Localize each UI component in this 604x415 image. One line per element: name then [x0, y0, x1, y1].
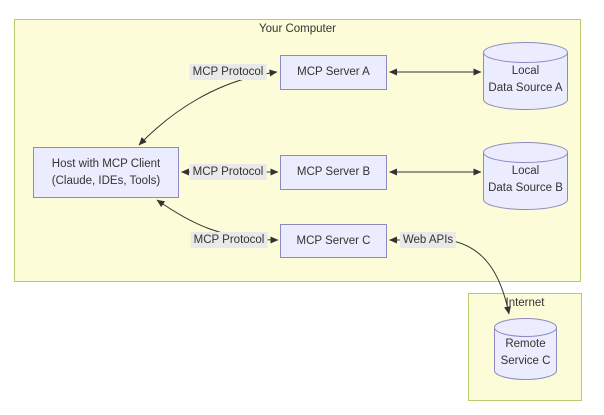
internet-group-title: Internet	[505, 297, 545, 309]
mcp-server-c-label: MCP Server C	[296, 234, 371, 247]
database-cylinder-icon	[483, 142, 568, 210]
mcp-server-c-node: MCP Server C	[280, 224, 387, 258]
host-node-label-line2: (Claude, IDEs, Tools)	[51, 174, 161, 187]
host-node-label-line1: Host with MCP Client	[51, 157, 161, 170]
local-data-source-b-line1: Local	[511, 165, 540, 177]
local-data-source-b-label: Local Data Source B	[483, 142, 568, 210]
mcp-server-b-node: MCP Server B	[280, 155, 387, 190]
local-data-source-a-cylinder: Local Data Source A	[483, 42, 568, 110]
edge-label-mcp-protocol-b: MCP Protocol	[189, 164, 267, 180]
database-cylinder-icon	[494, 318, 557, 380]
local-data-source-b-cylinder: Local Data Source B	[483, 142, 568, 210]
local-data-source-a-line1: Local	[511, 65, 540, 77]
edge-label-mcp-protocol-c: MCP Protocol	[190, 232, 268, 248]
local-data-source-a-label: Local Data Source A	[483, 42, 568, 110]
host-with-mcp-client-node: Host with MCP Client (Claude, IDEs, Tool…	[33, 147, 179, 198]
remote-service-c-line1: Remote	[505, 338, 546, 350]
remote-service-c-label: Remote Service C	[494, 318, 557, 380]
edge-label-mcp-protocol-a: MCP Protocol	[189, 64, 267, 80]
remote-service-c-cylinder: Remote Service C	[494, 318, 557, 380]
edge-label-web-apis: Web APIs	[399, 232, 457, 248]
your-computer-group-title: Your Computer	[259, 23, 336, 35]
mcp-server-a-node: MCP Server A	[280, 55, 387, 90]
mcp-server-a-label: MCP Server A	[297, 66, 370, 78]
local-data-source-b-line2: Data Source B	[488, 182, 563, 194]
local-data-source-a-line2: Data Source A	[488, 82, 563, 94]
mcp-server-b-label: MCP Server B	[296, 166, 371, 178]
remote-service-c-line2: Service C	[500, 355, 551, 367]
database-cylinder-icon	[483, 42, 568, 110]
